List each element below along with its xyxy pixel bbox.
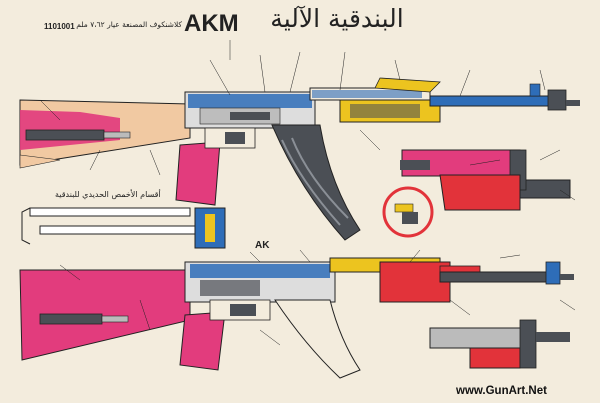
upper-receiver <box>184 91 316 129</box>
front-sight-detail <box>400 149 571 211</box>
folding-stock-detail <box>21 207 226 249</box>
subtitle: كلاشنكوف المصنعة عيار ٧،٦٢ ملم <box>76 20 182 29</box>
lower-pistol-grip <box>179 299 271 371</box>
upper-gas-tube-and-handguard <box>309 77 441 123</box>
lower-magazine <box>274 299 361 379</box>
poster-code: 1101001 <box>44 22 75 31</box>
lower-rifle-ak <box>19 257 574 379</box>
lower-rifle-label: AK <box>255 240 270 251</box>
upper-section-caption: أقسام الأخمص الحديدي للبندقية <box>55 190 161 199</box>
lower-barrel <box>439 261 574 285</box>
upper-stock <box>19 99 191 169</box>
lower-stock <box>19 269 191 361</box>
lower-receiver <box>184 261 336 303</box>
title-latin: AKM <box>184 10 239 37</box>
lower-gas-block-and-handguard <box>329 257 481 303</box>
callout-leader-lines <box>39 40 576 346</box>
upper-magazine <box>271 124 361 241</box>
lower-front-end-detail <box>429 319 570 369</box>
upper-pistol-grip <box>175 127 256 206</box>
upper-rifle-akm <box>19 77 580 241</box>
trigger-detail-inset <box>382 186 434 238</box>
footer-url: www.GunArt.Net <box>456 385 547 397</box>
upper-barrel <box>429 83 580 111</box>
title-arabic: البندقية الآلية <box>270 4 404 33</box>
